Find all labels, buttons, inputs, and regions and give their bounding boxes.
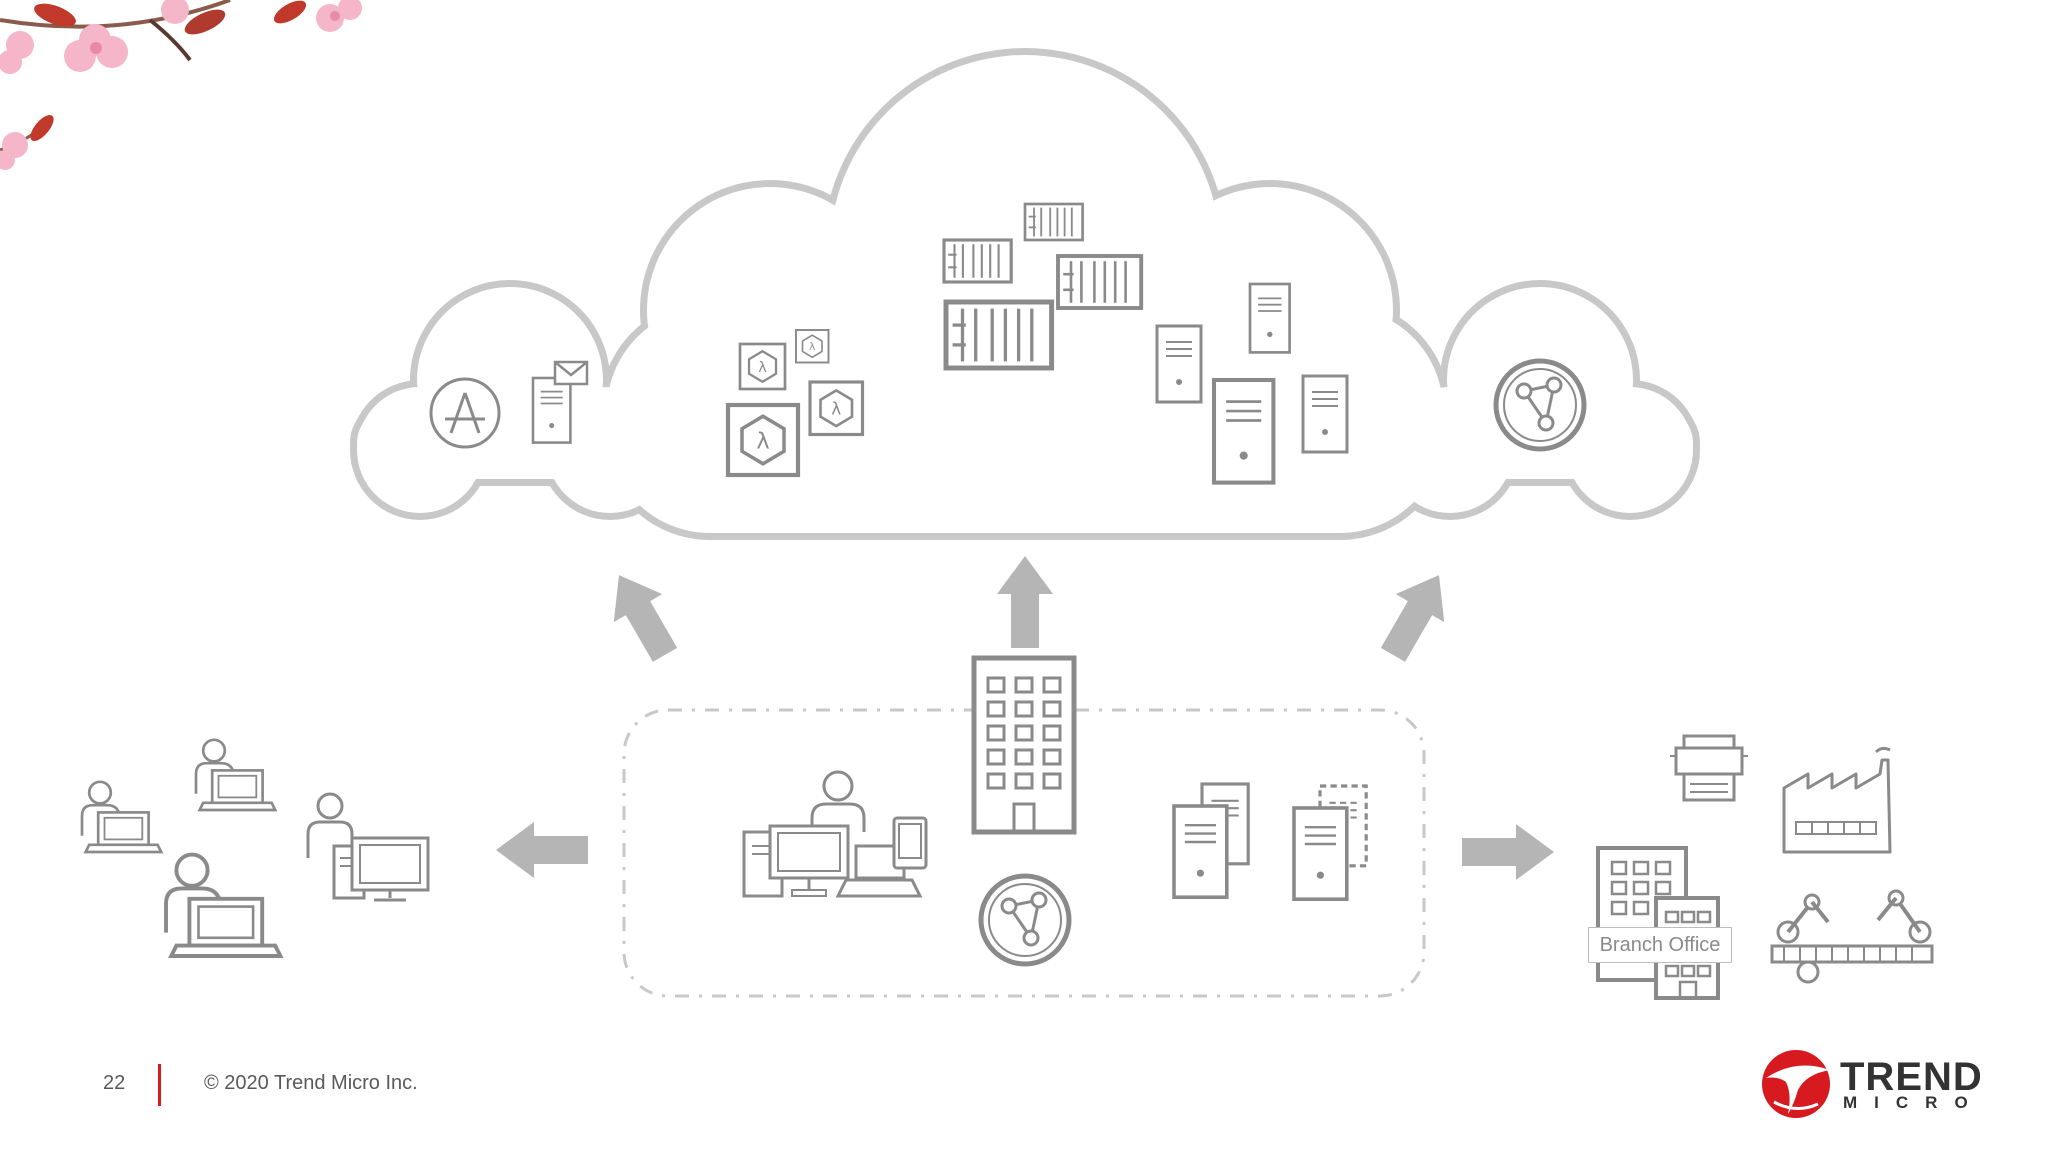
factory-icon: [1782, 746, 1892, 854]
branch-office-building-icon: [1596, 846, 1720, 1000]
robot-arm-icon: [1770, 889, 1934, 984]
trend-micro-logo-sub: MICRO: [1843, 1093, 1985, 1112]
printer-icon: [1670, 734, 1748, 802]
headquarters-boundary: [622, 708, 1426, 998]
page-number: 22: [103, 1072, 126, 1094]
remote-worker-desktop-icon: [306, 792, 430, 902]
arrow-up-right: [1368, 561, 1464, 669]
server-rack-icon: [1172, 782, 1368, 902]
footer-divider: [158, 1064, 161, 1106]
arrow-right: [1462, 824, 1554, 880]
cherry-blossom-decoration: [0, 0, 362, 170]
network-globe-icon: [1496, 361, 1584, 449]
remote-worker-laptop-icon: [80, 738, 283, 958]
app-store-icon: [429, 377, 501, 449]
trend-micro-logo-word: TREND: [1840, 1055, 1983, 1099]
trend-micro-logo-mark: [1762, 1050, 1830, 1118]
branch-office-label: Branch Office: [1588, 927, 1732, 963]
copyright-text: © 2020 Trend Micro Inc.: [204, 1072, 418, 1094]
cloud-cluster: [350, 48, 1700, 540]
office-building-icon: [971, 655, 1077, 835]
arrow-up-left: [594, 561, 690, 669]
office-workstation-icon: [742, 770, 928, 898]
mail-server-icon: [531, 360, 589, 444]
arrow-up: [997, 556, 1053, 648]
network-globe-icon: [981, 876, 1069, 964]
arrow-left: [496, 822, 588, 878]
